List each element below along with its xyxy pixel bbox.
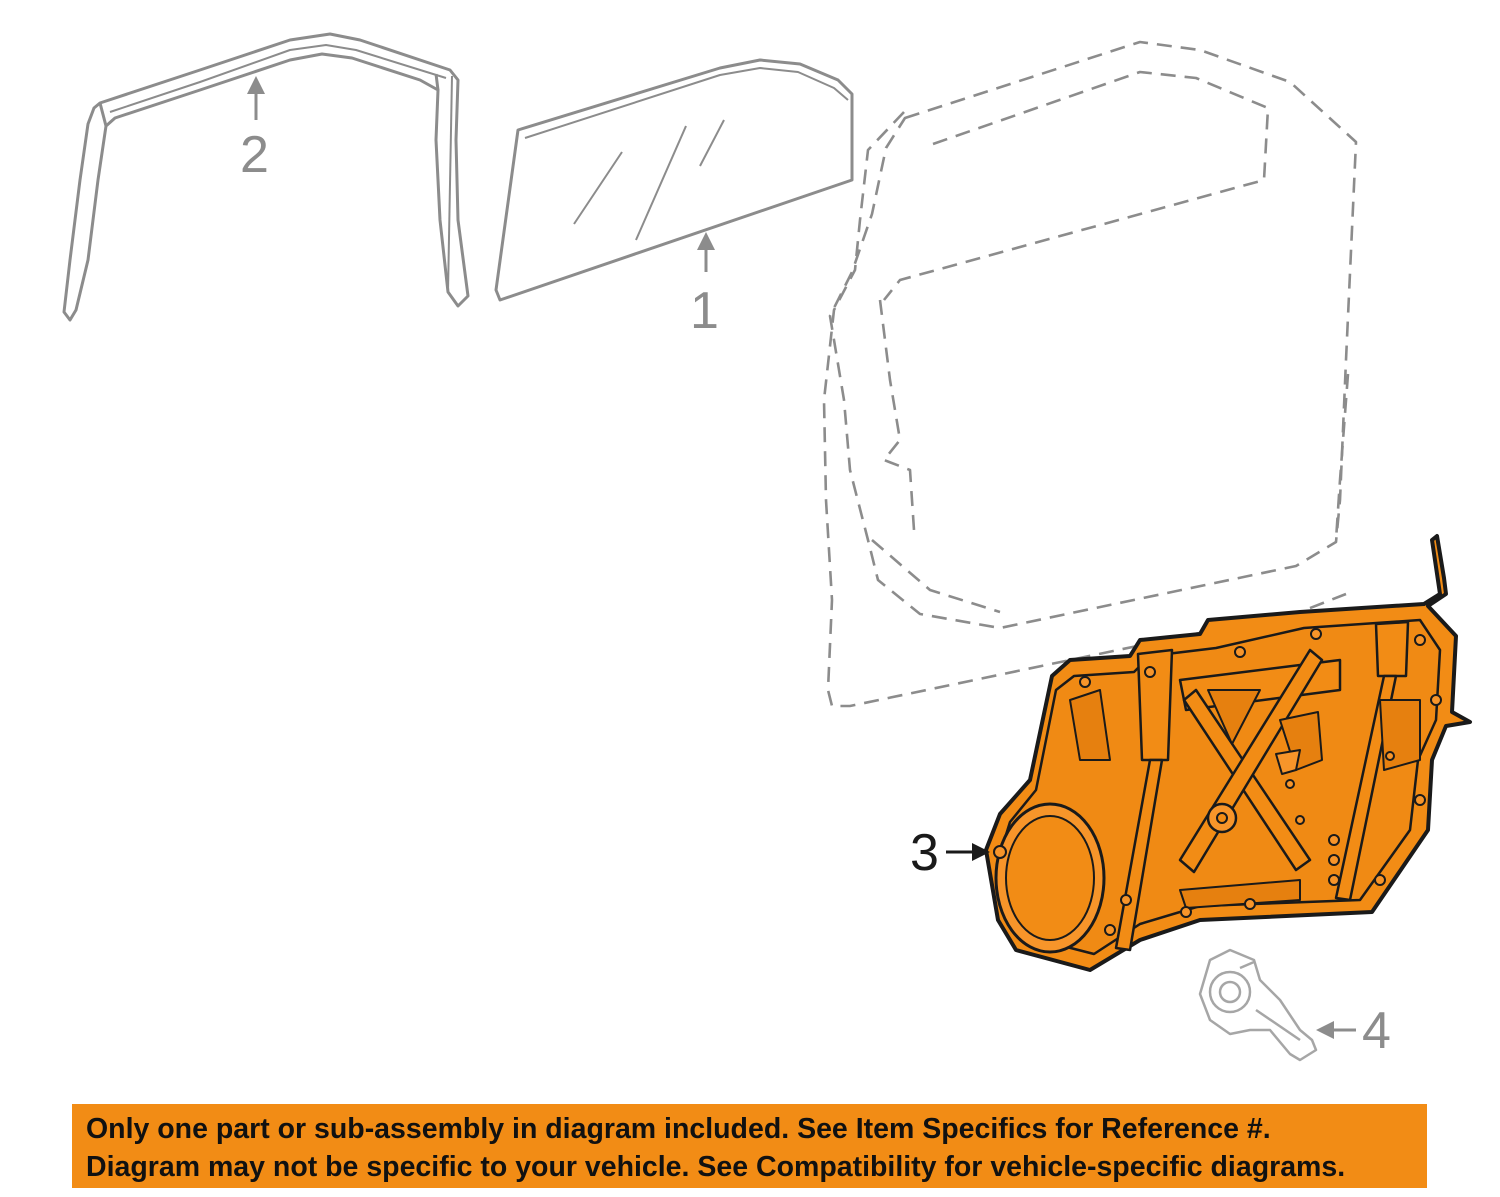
disclaimer-banner: Only one part or sub-assembly in diagram… (72, 1104, 1427, 1188)
door-glass-part (494, 58, 854, 302)
window-motor-part (1198, 948, 1318, 1062)
callout-3-label: 3 (910, 824, 939, 882)
callout-2-label: 2 (240, 126, 269, 184)
regulator-panel-part (984, 534, 1472, 972)
weatherstrip-part (62, 32, 470, 322)
callout-4-label: 4 (1362, 1002, 1391, 1060)
leader-arrows (247, 76, 1356, 1039)
disclaimer-line-1: Only one part or sub-assembly in diagram… (86, 1113, 1271, 1145)
callout-1-label: 1 (690, 282, 719, 340)
disclaimer-line-2: Diagram may not be specific to your vehi… (86, 1151, 1346, 1183)
door-shell-outline (822, 40, 1358, 708)
